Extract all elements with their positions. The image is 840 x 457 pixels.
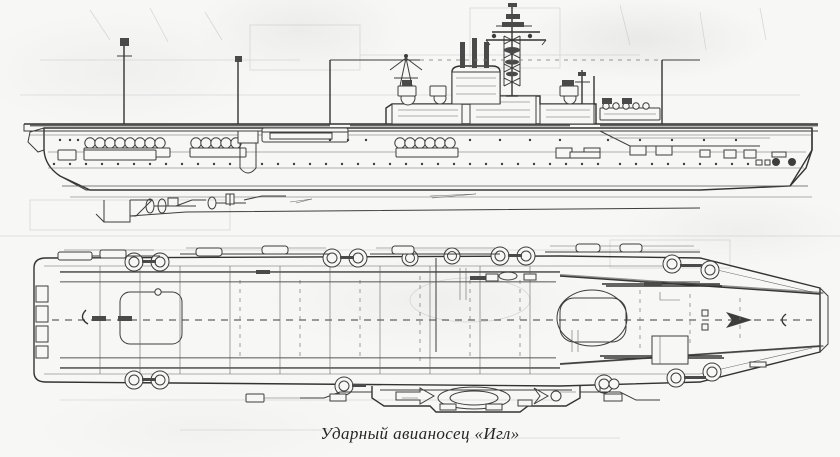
plan-frame-lines — [99, 258, 741, 374]
plan-view — [33, 243, 829, 413]
profile-round-down — [599, 130, 770, 147]
profile-deck-structures — [57, 127, 796, 166]
plan-stern-fittings — [57, 249, 132, 321]
plan-sponsons-bottom — [124, 362, 722, 396]
profile-underwater-fittings — [95, 193, 701, 223]
profile-portholes — [52, 138, 750, 166]
plan-deck-fittings — [35, 270, 767, 368]
plan-catapult-tracks — [600, 281, 724, 365]
plan-sponsons-top — [60, 243, 720, 280]
profile-view — [23, 3, 818, 223]
profile-flight-deck — [23, 123, 818, 136]
plan-island — [245, 386, 660, 413]
plan-deck-markings — [81, 309, 787, 331]
profile-sponson-pod — [237, 130, 259, 174]
plan-aircraft-lifts — [119, 288, 628, 347]
profile-main-mast — [485, 3, 547, 97]
profile-deck-masts — [117, 38, 700, 124]
figure-caption: Ударный авианосец «Игл» — [320, 424, 520, 443]
profile-island-superstructure — [385, 3, 661, 125]
